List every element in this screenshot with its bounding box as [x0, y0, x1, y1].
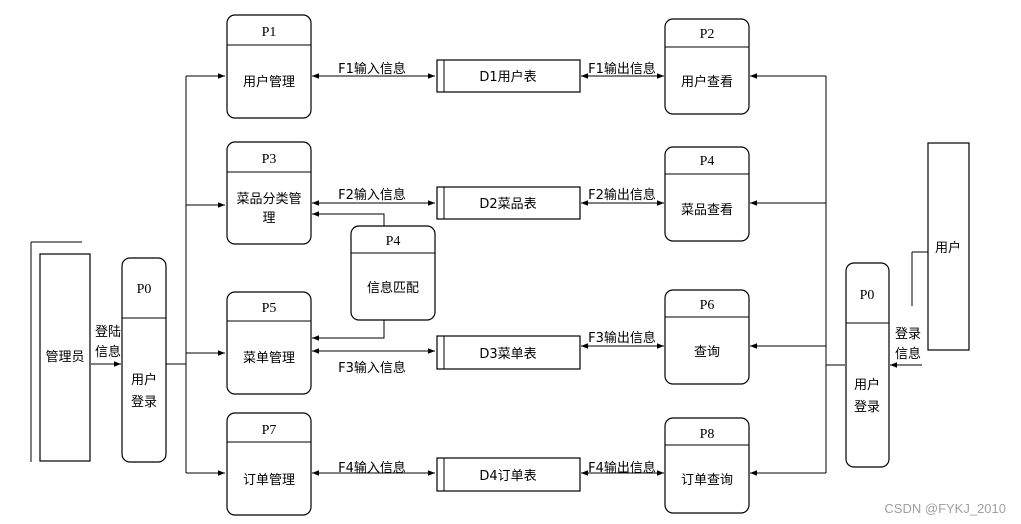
process-id: P4 [386, 234, 401, 249]
process-p7: P7 订单管理 [226, 412, 312, 516]
process-id: P8 [700, 427, 715, 442]
store-label: D3菜单表 [479, 347, 536, 362]
process-id: P3 [262, 152, 277, 167]
flow-f3-out: F3输出信息 [588, 330, 656, 346]
match-to-p5-arrow [312, 320, 385, 341]
flow-admin-login-line2: 信息 [95, 344, 121, 360]
store-label: D4订单表 [479, 469, 536, 484]
store-label: D1用户表 [479, 69, 536, 85]
process-id: P6 [700, 298, 715, 313]
flow-user-login-line1: 登录 [895, 327, 921, 342]
process-label: 订单管理 [243, 473, 295, 488]
flow-f1-in: F1输入信息 [338, 61, 406, 77]
process-label-line2: 理 [262, 211, 275, 226]
store-d3: D3菜单表 [436, 335, 581, 370]
process-label-line2: 登录 [854, 400, 880, 415]
entity-user: 用户 [911, 142, 970, 351]
store-d2: D2菜品表 [436, 186, 581, 220]
flow-admin-login-line1: 登陆 [95, 324, 121, 340]
flow-f2-out: F2输出信息 [588, 187, 656, 203]
store-d1: D1用户表 [436, 59, 581, 93]
process-p1: P1 用户管理 [226, 14, 312, 119]
store-d4: D4订单表 [436, 457, 581, 492]
store-label: D2菜品表 [479, 197, 536, 212]
process-label: 查询 [694, 345, 720, 360]
flow-user-login-line2: 信息 [895, 346, 921, 362]
process-id: P0 [860, 288, 875, 303]
entity-user-label: 用户 [935, 240, 961, 256]
process-label: 信息匹配 [367, 280, 419, 296]
entity-admin: 管理员 [30, 241, 91, 462]
flow-f4-out: F4输出信息 [588, 460, 656, 476]
process-id: P0 [137, 282, 152, 297]
process-label: 用户查看 [681, 74, 733, 90]
process-label-line1: 菜品分类管 [236, 192, 301, 207]
process-label-line1: 用户 [131, 372, 157, 388]
process-p0-user: P0 用户 登录 [845, 262, 890, 468]
process-id: P4 [700, 154, 715, 169]
flow-f4-in: F4输入信息 [338, 460, 406, 476]
flow-f2-in: F2输入信息 [338, 187, 406, 203]
match-to-p3-arrow [312, 211, 385, 226]
process-label-line2: 登录 [131, 395, 157, 410]
process-p4-match: P4 信息匹配 [350, 225, 436, 321]
flow-f3-in: F3输入信息 [338, 360, 406, 376]
process-label: 菜品查看 [681, 202, 733, 218]
process-p3: P3 菜品分类管 理 [226, 141, 312, 245]
process-label: 用户管理 [243, 74, 295, 90]
process-p5: P5 菜单管理 [226, 291, 312, 395]
entity-admin-label: 管理员 [45, 350, 84, 365]
flow-f1-out: F1输出信息 [588, 61, 656, 77]
watermark-text: CSDN @FYKJ_2010 [884, 501, 1006, 516]
process-p8: P8 订单查询 [664, 417, 750, 514]
process-id: P1 [262, 25, 277, 40]
process-id: P2 [700, 27, 715, 42]
process-p0-admin: P0 用户 登录 [121, 257, 167, 463]
process-p6: P6 查询 [664, 289, 750, 385]
process-id: P5 [262, 301, 277, 316]
process-label: 订单查询 [681, 473, 733, 488]
process-id: P7 [262, 423, 277, 438]
process-p4-view: P4 菜品查看 [664, 146, 750, 242]
connectors [91, 73, 922, 476]
process-label-line1: 用户 [854, 377, 880, 393]
process-label: 菜单管理 [243, 351, 295, 366]
process-p2: P2 用户查看 [664, 18, 750, 115]
